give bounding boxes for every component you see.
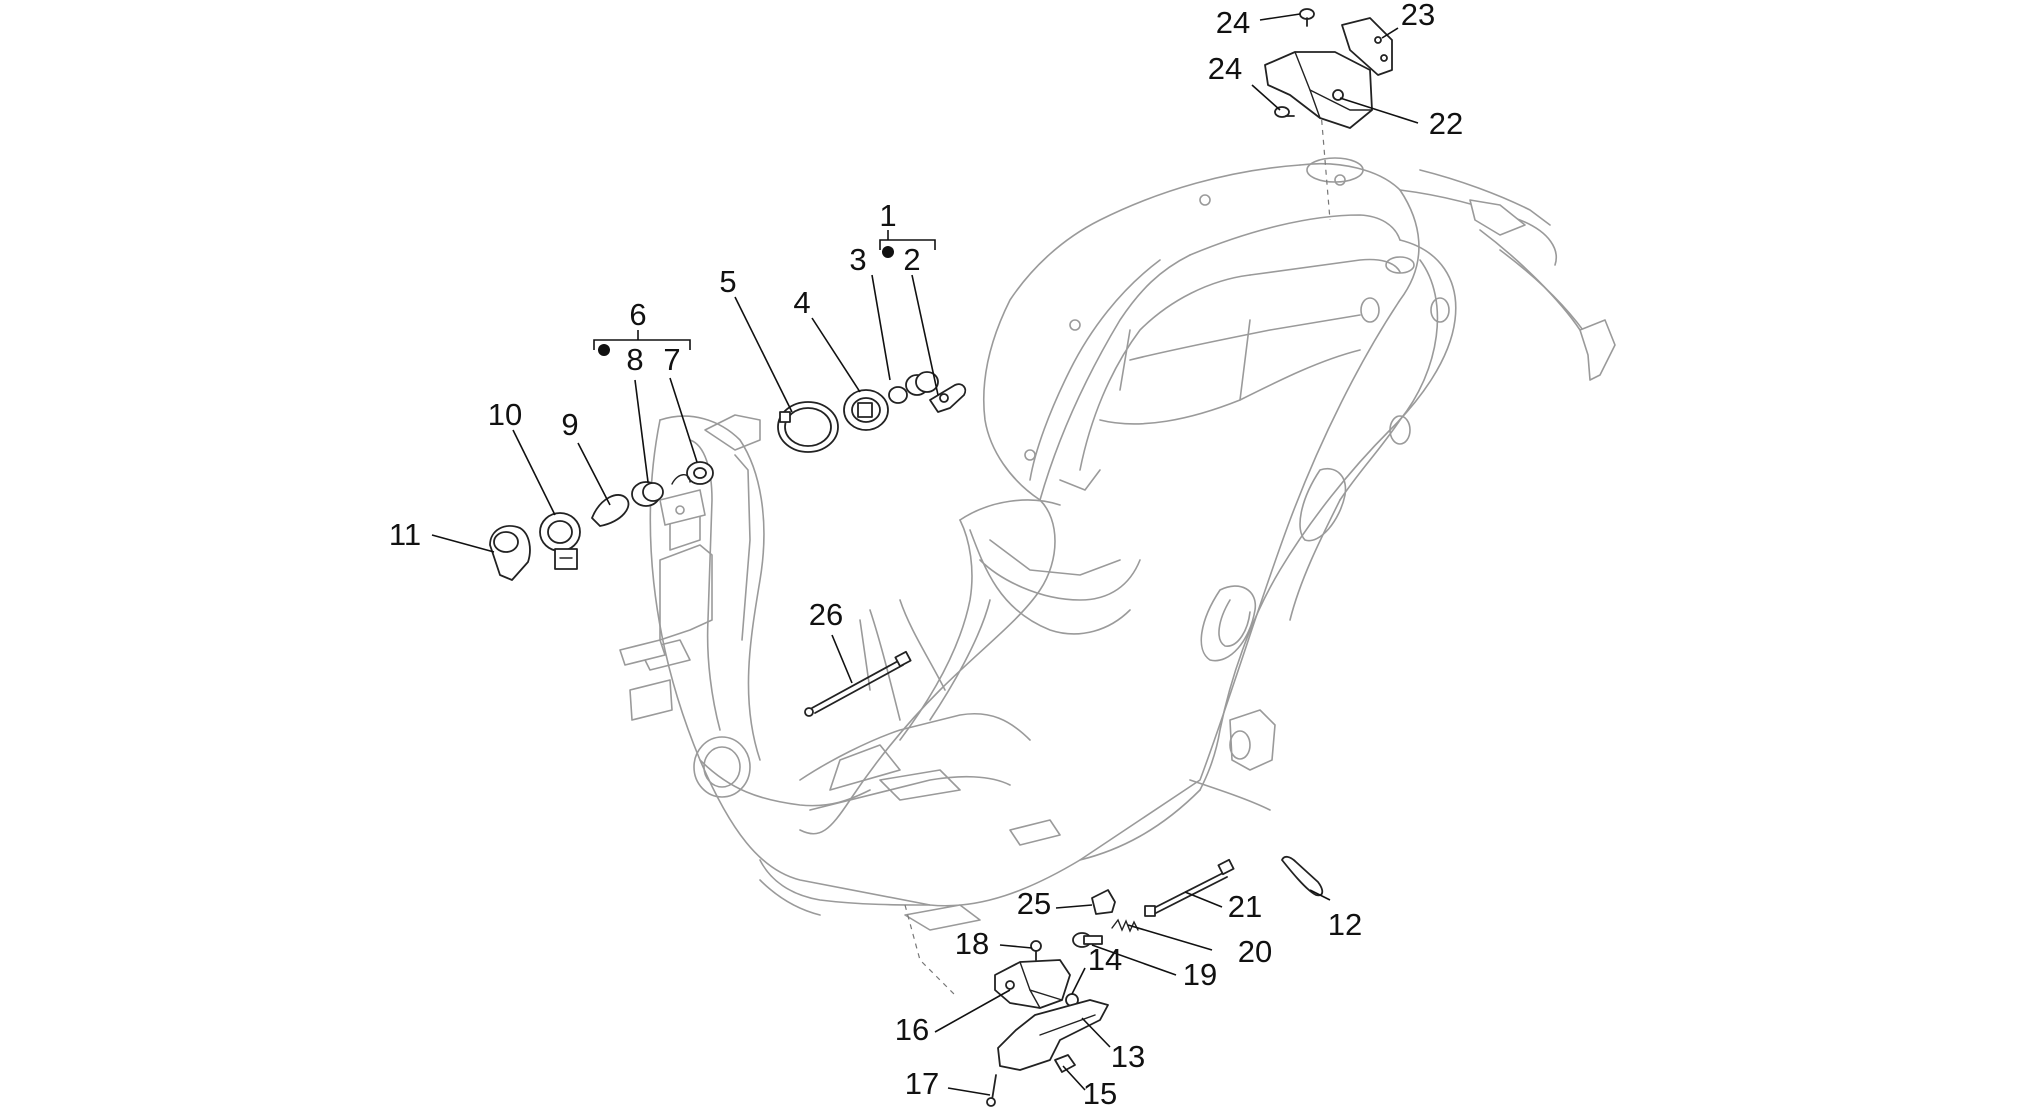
callout-23: 23 (1401, 0, 1435, 32)
callout-2: 2 (903, 242, 920, 277)
leader-lines (431, 13, 1419, 1096)
part-13-bracket (997, 999, 1109, 1071)
callout-11: 11 (389, 517, 421, 552)
callout-5: 5 (719, 264, 736, 299)
callout-25: 25 (1017, 886, 1051, 921)
part-4-ignition-switch (843, 389, 889, 431)
callout-21: 21 (1228, 889, 1262, 924)
part-8-lock-cylinder (631, 481, 664, 507)
part-7-washer (686, 461, 714, 485)
callout-9: 9 (561, 407, 578, 442)
callout-14: 14 (1088, 942, 1122, 977)
part-10-lock-housing (539, 512, 581, 570)
callout-12: 12 (1328, 907, 1362, 942)
callout-3: 3 (849, 242, 866, 277)
bullet-marker-group-6 (598, 344, 610, 356)
part-16-latch-actuator (994, 959, 1071, 1009)
callout-13: 13 (1111, 1039, 1145, 1074)
part-23-hinge (1341, 17, 1393, 76)
callout-4: 4 (793, 285, 810, 320)
callout-15: 15 (1083, 1076, 1117, 1110)
callout-17: 17 (905, 1066, 939, 1101)
callout-7: 7 (663, 342, 680, 377)
callout-26: 26 (809, 597, 843, 632)
callout-24-upper: 24 (1216, 5, 1250, 40)
part-18-screw (1030, 940, 1042, 961)
callout-10: 10 (488, 397, 522, 432)
part-26-rod (804, 650, 912, 717)
part-20-spring (1111, 918, 1139, 933)
callout-6: 6 (629, 297, 646, 332)
callout-1: 1 (879, 198, 896, 233)
callout-8: 8 (626, 342, 643, 377)
callout-18: 18 (955, 926, 989, 961)
part-19-screw (1072, 932, 1103, 948)
callout-24-lower: 24 (1208, 51, 1242, 86)
part-12-cable-loop (1281, 855, 1324, 897)
part-25-clip-block (1091, 889, 1116, 915)
bullet-marker-group-1 (882, 246, 894, 258)
callout-22: 22 (1429, 106, 1463, 141)
callout-labels: 1 2 3 4 5 6 7 8 9 10 11 12 13 14 15 16 1… (389, 0, 1463, 1110)
part-17-long-screw (986, 1074, 997, 1107)
callout-16: 16 (895, 1012, 929, 1047)
callout-20: 20 (1238, 934, 1272, 969)
part-21-cable (1144, 858, 1235, 917)
part-2-key (929, 383, 967, 413)
part-5-ring (777, 401, 839, 453)
part-11-cover-cap (489, 525, 531, 581)
part-15-nut (1054, 1054, 1076, 1073)
part-24-screw-top (1299, 8, 1315, 27)
part-9-gasket (591, 494, 630, 527)
part-22-hinge-bracket (1264, 51, 1373, 129)
scooter-frame (619, 99, 1616, 996)
part-8-clip (671, 474, 691, 485)
callout-19: 19 (1183, 957, 1217, 992)
part-3-lock-barrel (888, 371, 939, 404)
